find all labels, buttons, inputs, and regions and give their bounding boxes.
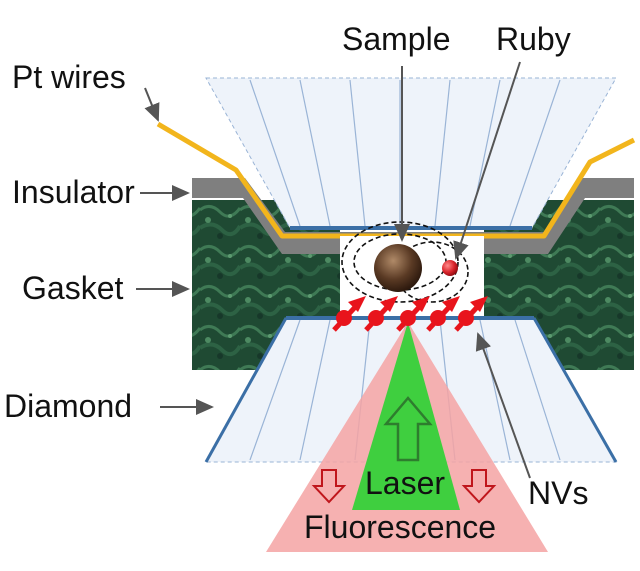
label-insulator: Insulator xyxy=(12,174,135,210)
label-sample: Sample xyxy=(342,21,451,57)
fluorescence-arrow-right-icon xyxy=(461,469,497,504)
label-diamond: Diamond xyxy=(4,388,132,424)
upper-diamond xyxy=(205,77,617,230)
label-gasket: Gasket xyxy=(22,270,123,306)
label-ruby: Ruby xyxy=(496,21,571,57)
nv-center xyxy=(426,296,460,332)
nv-center xyxy=(364,296,398,332)
leader-lines xyxy=(136,61,531,479)
label-pt-wires: Pt wires xyxy=(12,59,126,95)
nv-center xyxy=(396,296,430,332)
nv-centers xyxy=(332,296,488,332)
nv-center xyxy=(454,296,488,332)
sample-sphere xyxy=(374,244,422,292)
nv-center xyxy=(332,296,366,332)
label-laser: Laser xyxy=(365,465,445,501)
laser-arrow-icon xyxy=(383,396,433,462)
laser-cone xyxy=(352,322,460,510)
label-fluorescence: Fluorescence xyxy=(304,509,496,545)
label-nvs: NVs xyxy=(528,475,588,511)
fluorescence-arrow-left-icon xyxy=(311,469,347,504)
ruby-sphere xyxy=(442,260,458,276)
